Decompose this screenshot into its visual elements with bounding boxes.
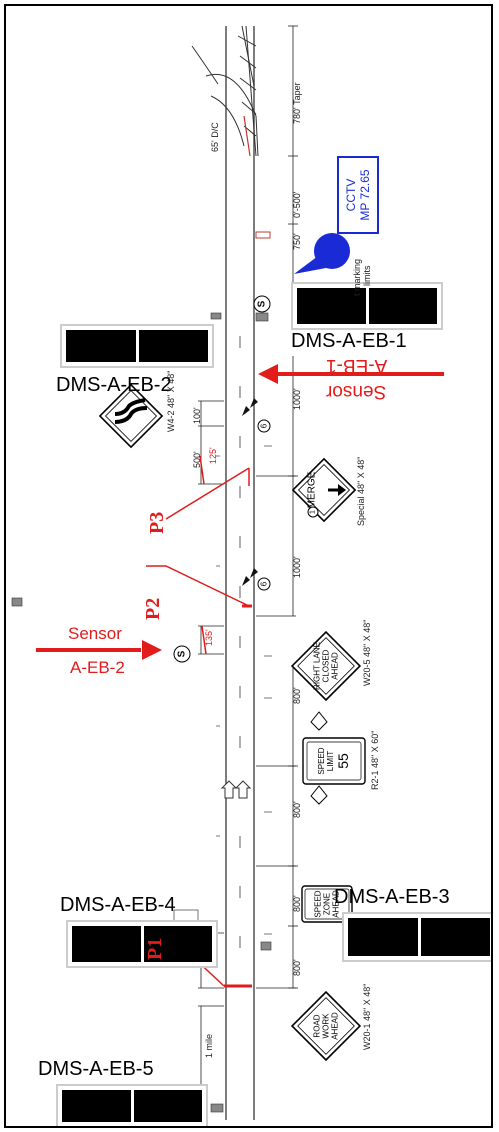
dim-800-b: 800' <box>292 801 302 818</box>
dimension-lines-left <box>198 400 224 1096</box>
w4-2-spec: W4-2 48" X 48" <box>166 370 176 432</box>
w20-1-spec: W20-1 48" X 48" <box>362 983 372 1050</box>
dim-1000-b: 1000' <box>292 556 302 578</box>
circle-six-a: 6 <box>259 423 269 429</box>
merge-sign <box>291 457 357 523</box>
dms-a-eb-1-label: DMS-A-EB-1 <box>291 330 407 352</box>
p1-label: P1 <box>144 937 166 960</box>
hollow-arrows <box>220 780 252 799</box>
cctv-camera <box>294 233 350 274</box>
road-drawing <box>11 25 444 1120</box>
dim-marking: t marking <box>352 258 362 296</box>
lane-arrows <box>242 398 258 586</box>
dimension-lines-right <box>256 25 298 989</box>
dim-125: 125' <box>208 447 218 464</box>
dim-800-a: 800' <box>292 687 302 704</box>
circle-six-b: 6 <box>259 581 269 587</box>
cctv-milepost: MP 72.65 <box>358 169 372 221</box>
dim-taper: 780' Taper <box>292 82 302 124</box>
circle-markers <box>173 295 319 663</box>
top-s-marker: S <box>256 300 268 308</box>
dim-1000-a: 1000' <box>292 388 302 410</box>
sensor-a-eb-2-id: A-EB-2 <box>70 658 125 677</box>
dim-mile: 1 mile <box>204 1033 214 1058</box>
cctv-box: CCTV MP 72.65 <box>337 156 379 234</box>
speed-zone-text: SPEED ZONE AHEAD <box>313 890 341 918</box>
dim-750: 750' <box>292 233 302 250</box>
p2-line <box>146 565 250 607</box>
p2-label: P2 <box>142 597 164 620</box>
road-work-text: ROAD WORK AHEAD <box>312 1012 340 1040</box>
dms-a-eb-3-sign <box>342 912 491 962</box>
dim-800-d: 800' <box>292 959 302 976</box>
speed-zone-sign <box>301 885 353 923</box>
diagram-frame: DMS-A-EB-1 DMS-A-EB-2 DMS-A-EB-3 DMS-A-E… <box>4 4 493 1128</box>
w4-2-sign <box>98 383 164 449</box>
dms-a-eb-5-label: DMS-A-EB-5 <box>38 1058 154 1080</box>
merge-spec: Special 48" X 48" <box>356 456 366 526</box>
dim-800-c: 800' <box>292 895 302 912</box>
r2-1-spec: R2-1 48" X 60" <box>370 730 380 790</box>
speed-limit-text: SPEED LIMIT 55 <box>317 747 351 775</box>
right-lane-text: RIGHT LANE CLOSED AHEAD <box>312 642 340 690</box>
w20-5-spec: W20-5 48" X 48" <box>362 619 372 686</box>
dms-a-eb-4-label: DMS-A-EB-4 <box>60 894 176 916</box>
dms-a-eb-1-sign <box>291 282 443 330</box>
dms-a-eb-5-sign <box>56 1084 208 1126</box>
circle-one: 1 <box>309 510 317 514</box>
dim-limits: limits <box>362 265 372 287</box>
dim-dc: 65' D/C <box>210 122 220 152</box>
p3-label: P3 <box>146 511 168 534</box>
road-work-sign <box>290 990 362 1062</box>
dms-a-eb-4-sign <box>66 920 218 968</box>
sensor-arrows <box>36 364 444 660</box>
dim-0-500: 0'-500' <box>292 191 302 218</box>
dms-a-eb-2-sign <box>60 324 214 368</box>
speed-limit-sign <box>302 737 366 785</box>
dim-500: 500' <box>192 451 202 468</box>
sensor-a-eb-1-word: Sensor <box>326 381 387 402</box>
dms-a-eb-2-label: DMS-A-EB-2 <box>56 374 172 396</box>
p3-line <box>165 467 250 520</box>
dim-135: 135' <box>204 629 214 646</box>
sensor-a-eb-2-word: Sensor <box>68 624 122 643</box>
dim-100: 100' <box>192 407 202 424</box>
sensor-a-eb-1-id: A-EB-1 <box>326 355 388 376</box>
taper-lines <box>191 25 259 157</box>
right-lane-closed-sign <box>290 630 362 702</box>
cctv-title: CCTV <box>344 178 358 212</box>
dms-a-eb-3-label: DMS-A-EB-3 <box>334 886 450 908</box>
merge-text: MERGE <box>306 471 318 509</box>
sensor-s-marker: S <box>176 650 188 658</box>
